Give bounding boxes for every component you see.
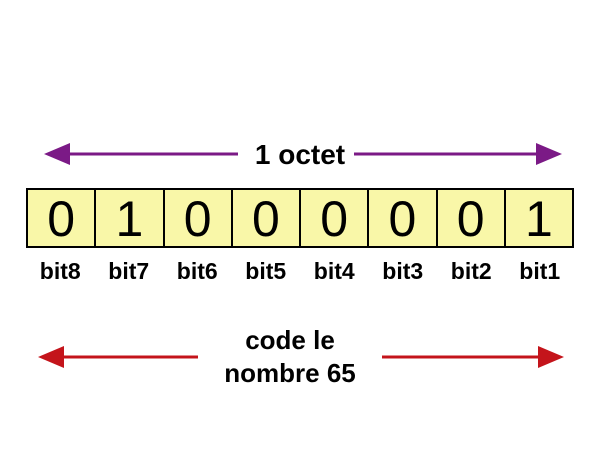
bit-name-1: bit1 [519,258,561,284]
bit-cell-8: 0 [28,188,97,248]
bit-cell-7: 1 [96,188,165,248]
bit-cell-6: 0 [164,188,233,248]
bit-cell-3: 0 [369,188,438,248]
bit-name-6: bit6 [176,258,218,284]
bit-name-4: bit4 [313,258,355,284]
code-label: code le nombre 65 [224,324,356,390]
code-arrow-left-head [38,346,64,368]
code-label-line-1: code le [245,325,335,355]
code-arrow-right-head [538,346,564,368]
octet-arrow-right-head [536,143,562,165]
bit-name-5: bit5 [245,258,287,284]
octet-arrow-left-head [44,143,70,165]
byte-row: 0 1 0 0 0 0 0 1 [26,188,574,248]
bit-cell-5: 0 [232,188,301,248]
bit-name-3: bit3 [382,258,424,284]
bit-name-2: bit2 [450,258,492,284]
bit-name-row: bit8 bit7 bit6 bit5 bit4 bit3 bit2 bit1 [26,256,574,286]
code-label-line-2: nombre 65 [224,358,356,388]
bit-cell-4: 0 [301,188,370,248]
bit-cell-1: 1 [505,188,574,248]
code-arrow [38,346,564,368]
bit-name-7: bit7 [108,258,150,284]
octet-label: 1 octet [250,138,350,172]
bit-name-8: bit8 [39,258,81,284]
bit-cell-2: 0 [437,188,506,248]
octet-arrow [44,143,562,165]
